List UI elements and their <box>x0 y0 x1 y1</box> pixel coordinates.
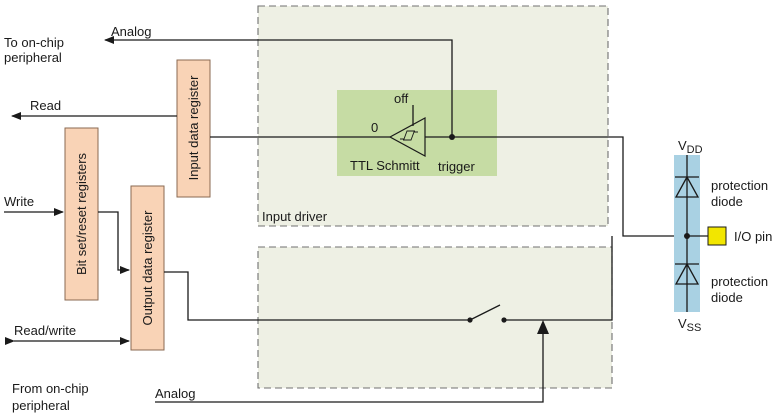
protection-bottom-label-2: diode <box>711 290 743 305</box>
bitset-to-output-wire <box>98 211 130 274</box>
analog-input-arrow <box>537 320 549 334</box>
io-pin-label: I/O pin <box>734 229 772 244</box>
bit-set-reset-registers-label: Bit set/reset registers <box>74 152 89 275</box>
protection-top-label-1: protection <box>711 178 768 193</box>
analog-input-wire <box>155 326 544 403</box>
switch-output-wire <box>504 236 613 321</box>
off-label: off <box>394 91 409 106</box>
analog-output-wire <box>104 36 453 137</box>
junction-dot <box>449 134 455 140</box>
read-write-label: Read/write <box>14 323 76 338</box>
zero-label: 0 <box>371 120 378 135</box>
analog-top-label: Analog <box>111 24 151 39</box>
to-peripheral-line2: peripheral <box>4 50 62 65</box>
from-peripheral-line2: peripheral <box>12 398 70 413</box>
schmitt-trigger-symbol <box>388 116 426 158</box>
write-label: Write <box>4 194 34 209</box>
bit-set-reset-registers <box>64 127 99 301</box>
hysteresis-icon <box>400 130 418 141</box>
switch-blade <box>469 304 501 321</box>
output-driver-region <box>257 246 613 389</box>
protection-bottom-label-1: protection <box>711 274 768 289</box>
vdd-label: VDD <box>678 138 703 156</box>
trigger-label: trigger <box>438 159 476 174</box>
protection-diode-top <box>674 175 700 198</box>
output-data-register-label: Output data register <box>140 210 155 326</box>
to-peripheral-line1: To on-chip <box>4 35 64 50</box>
io-pin <box>707 226 727 246</box>
output-wire <box>164 271 468 321</box>
vss-label: VSS <box>678 316 701 334</box>
from-peripheral-line1: From on-chip <box>12 381 89 396</box>
analog-bottom-label: Analog <box>155 386 195 401</box>
protection-diode-bottom <box>674 262 700 285</box>
output-data-register <box>130 185 165 351</box>
input-data-register <box>176 59 211 198</box>
schmitt-output-wire <box>425 136 674 237</box>
input-data-register-label: Input data register <box>186 75 201 180</box>
ttl-schmitt-label: TTL Schmitt <box>350 158 420 173</box>
input-driver-label: Input driver <box>262 209 328 224</box>
read-label: Read <box>30 98 61 113</box>
protection-top-label-2: diode <box>711 194 743 209</box>
